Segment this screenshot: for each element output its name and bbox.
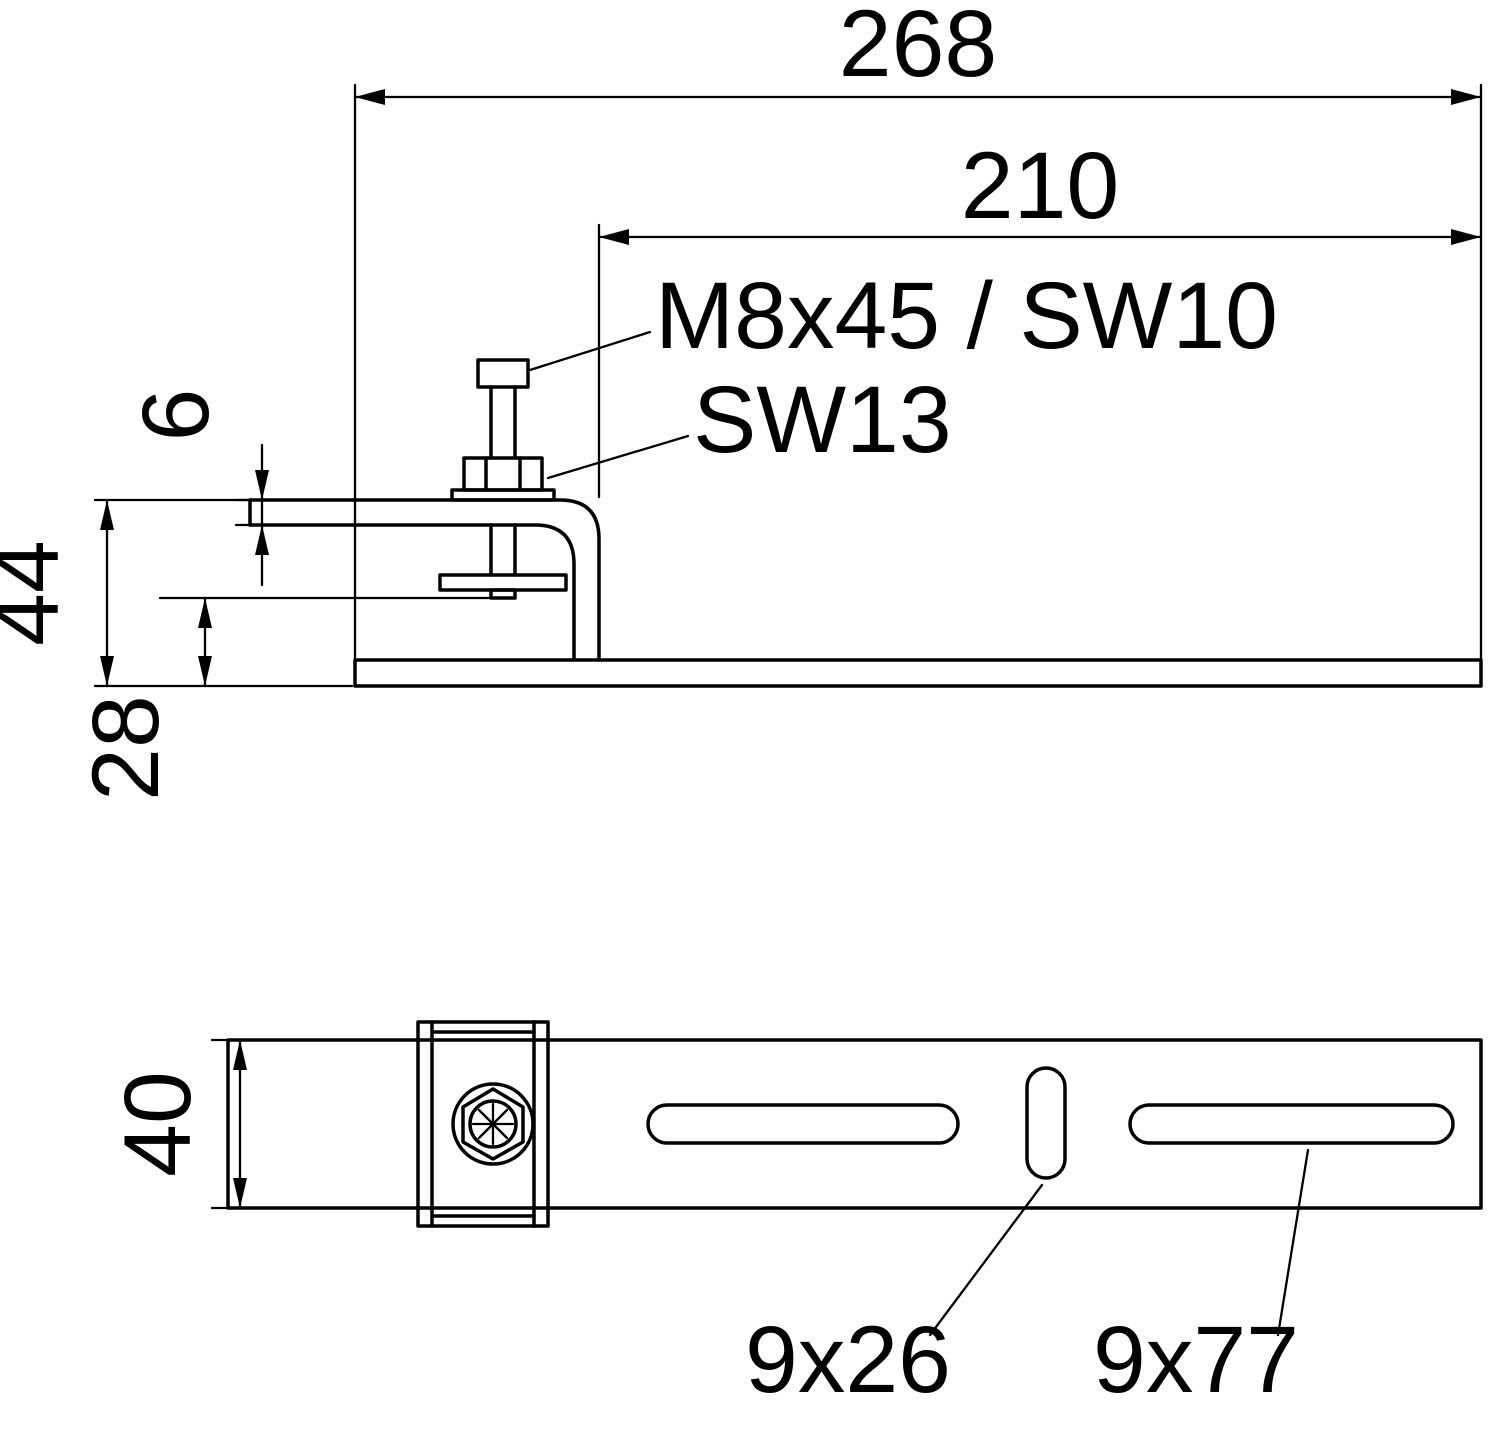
dimension-clamp-to-end: 210	[597, 133, 1483, 499]
head-inner-circle	[468, 1099, 518, 1149]
arrowhead	[233, 1178, 247, 1208]
drive-recess-star	[471, 1102, 515, 1146]
dim-text-28: 28	[73, 695, 179, 801]
label-slot-9x26: 9x26	[745, 1307, 951, 1413]
side-view-screw-assembly	[438, 358, 568, 600]
clamp-inner-edge	[248, 523, 576, 662]
dimension-clamp-opening: 28	[73, 596, 492, 801]
slot-long-callout: 9x77	[1093, 1148, 1310, 1413]
label-nut: SW13	[693, 367, 952, 473]
arrowhead	[255, 470, 269, 500]
screw-shank-lower	[489, 523, 517, 577]
label-slot-9x77: 9x77	[1093, 1307, 1299, 1413]
plan-view: 40 9x26 9x77	[105, 1020, 1483, 1413]
side-view-main-bar	[353, 658, 1483, 688]
clamp-outline-top	[416, 1020, 550, 1228]
clamping-plate	[438, 573, 568, 592]
plan-view-main-bar	[226, 1038, 1483, 1210]
slot-short-9x26	[1025, 1066, 1067, 1180]
clamp-tab-edges	[430, 1030, 536, 1218]
screw-callout: M8x45 / SW10	[528, 263, 1278, 372]
leader-line-nut	[546, 434, 690, 480]
dim-text-44: 44	[0, 540, 79, 646]
dimension-bar-width: 40	[105, 1038, 272, 1210]
side-view-clamp	[248, 498, 601, 662]
dim-text-210: 210	[961, 133, 1120, 239]
washer-circle	[451, 1082, 535, 1166]
clamp-outer-edge	[248, 498, 601, 662]
screw-head	[476, 358, 530, 389]
arrowhead	[1451, 89, 1481, 105]
arrowhead	[255, 525, 269, 555]
arrowhead	[233, 1040, 247, 1070]
arrowhead	[100, 500, 114, 530]
dimension-overall-length: 268	[353, 0, 1483, 662]
dim-text-40: 40	[105, 1071, 211, 1177]
slot-long-left	[646, 1103, 960, 1145]
plan-view-clamp	[416, 1020, 550, 1228]
nut-callout: SW13	[546, 367, 952, 480]
arrowhead	[355, 89, 385, 105]
arrowhead	[1451, 229, 1481, 245]
leader-line-screw	[528, 330, 652, 372]
dim-text-6: 6	[123, 389, 229, 442]
label-screw: M8x45 / SW10	[655, 263, 1278, 369]
plan-view-screw-head	[451, 1082, 535, 1166]
arrowhead	[100, 656, 114, 686]
slot-long-9x77	[1128, 1103, 1455, 1145]
screw-shank-upper	[489, 385, 517, 460]
arrowhead	[198, 656, 212, 686]
side-view: 268 210 6	[0, 0, 1483, 801]
dimension-plate-thickness: 6	[123, 389, 292, 587]
arrowhead	[198, 598, 212, 628]
screw-tip	[489, 588, 517, 600]
washer	[450, 488, 556, 502]
leader-line-9x26	[928, 1183, 1044, 1337]
dim-text-268: 268	[839, 0, 998, 97]
hex-head-outline	[461, 1087, 525, 1161]
hex-nut	[462, 456, 544, 492]
leader-line-9x77	[1276, 1148, 1310, 1337]
hex-nut-facets	[484, 456, 522, 492]
slot-short-callout: 9x26	[745, 1183, 1044, 1413]
arrowhead	[599, 229, 629, 245]
dimension-total-height: 44	[0, 498, 354, 688]
